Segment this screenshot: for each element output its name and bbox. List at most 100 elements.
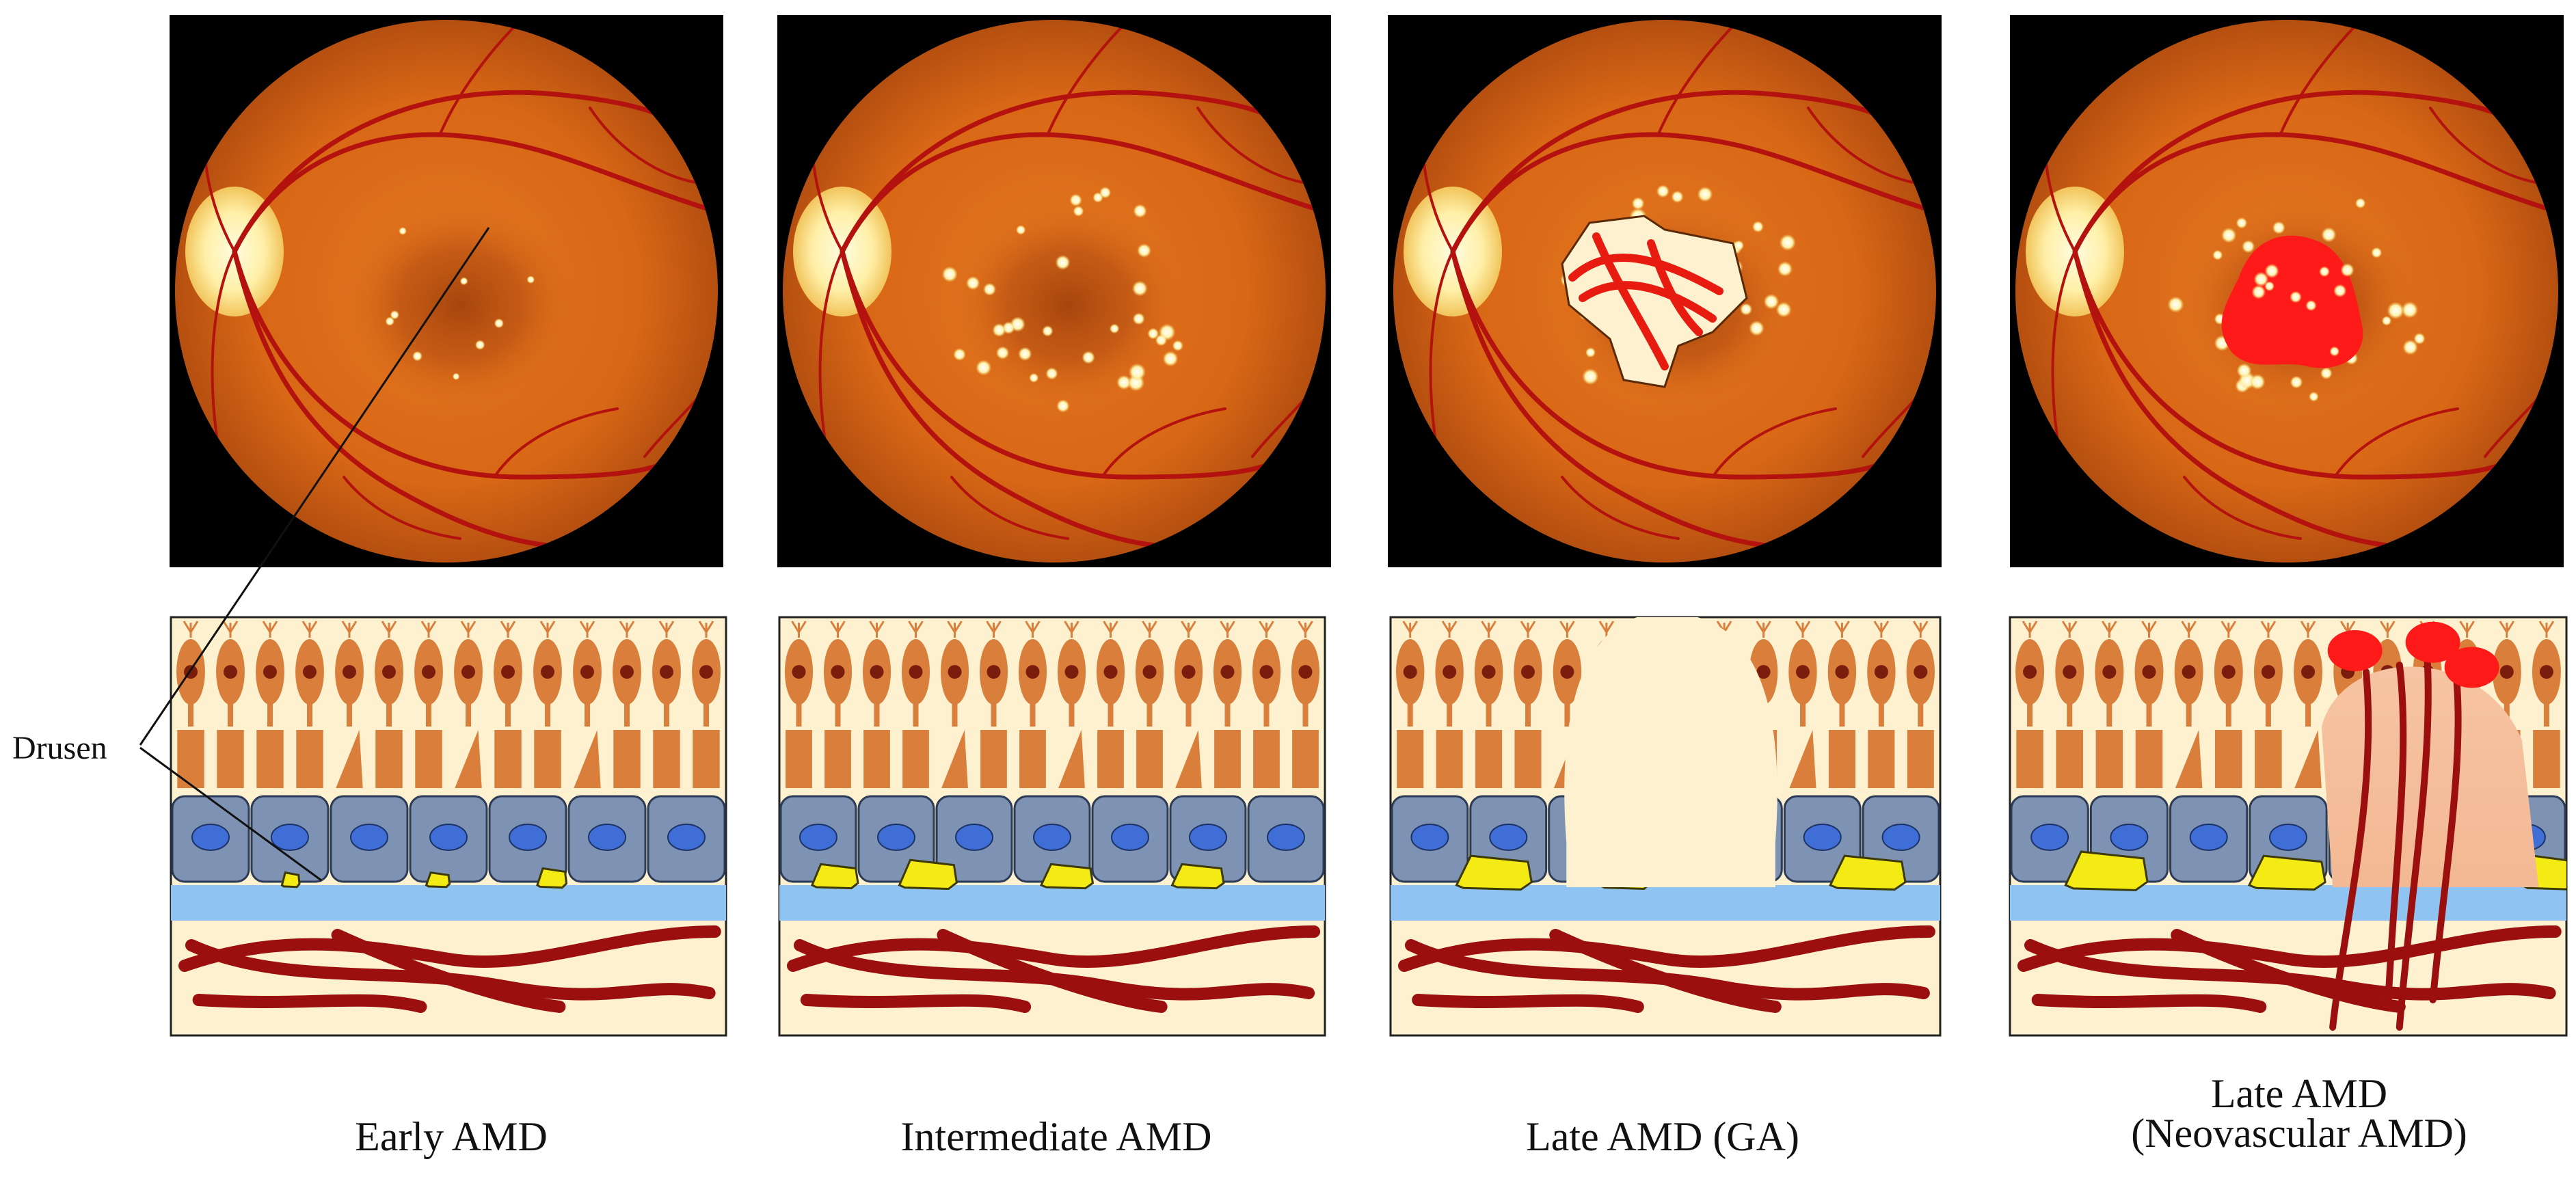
drusen-spot [965, 275, 980, 290]
photoreceptor-axon [2543, 703, 2549, 727]
photoreceptor-nucleus [2063, 665, 2077, 679]
rpe-nucleus [350, 824, 388, 851]
rpe-nucleus [955, 824, 993, 851]
choroid-vessel [1549, 929, 1782, 1013]
photoreceptor-dendrite [1756, 621, 1771, 638]
photoreceptor-axon [426, 703, 431, 727]
photoreceptor-axon [2106, 703, 2112, 727]
rod-segment [2095, 730, 2123, 788]
drusen-spot [526, 275, 535, 284]
photoreceptor-nucleus [1142, 665, 1157, 679]
rod-segment [2215, 730, 2242, 788]
rod-segment [980, 730, 1007, 788]
choroid-vessel [800, 994, 1032, 1013]
drusen-spot [2387, 301, 2405, 320]
rod-segment [1397, 730, 1424, 788]
rod-segment [2533, 730, 2560, 788]
photoreceptor-axon [347, 703, 352, 727]
rpe-nucleus [2110, 824, 2149, 851]
drusen-spot [976, 360, 992, 376]
photoreceptor-nucleus [501, 665, 515, 679]
rod-segment [653, 730, 680, 788]
drusen-spot [1133, 204, 1147, 218]
photoreceptor-dendrite [1142, 621, 1157, 638]
drusen-spot [2290, 290, 2302, 303]
drusen-spot [1015, 225, 1026, 235]
photoreceptor-dendrite [830, 621, 846, 638]
photoreceptor-dendrite [1520, 621, 1536, 638]
photoreceptor-nucleus [2221, 665, 2236, 679]
new-vessel [2329, 668, 2372, 1031]
photoreceptor-dendrite [1220, 621, 1235, 638]
photoreceptor-axon [874, 703, 880, 727]
drusen-spot [2329, 346, 2340, 357]
drusen-deposit [280, 871, 301, 889]
photoreceptor-nucleus [660, 665, 673, 679]
photoreceptor-dendrite [1441, 621, 1458, 638]
photoreceptor-dendrite [1559, 621, 1575, 638]
photoreceptor-dendrite [2538, 621, 2555, 638]
drusen-spot [1029, 372, 1039, 383]
choroid-vessel [1398, 925, 1935, 972]
rod-segment [1292, 730, 1319, 788]
choroid-vessel [2017, 925, 2562, 972]
cone-segment [1175, 730, 1202, 788]
hemorrhage-blob [2327, 629, 2383, 671]
choroid-vessel [192, 994, 427, 1013]
retinal-vessel [840, 132, 1324, 254]
drusen-spot [1585, 347, 1596, 358]
photoreceptor-axon [505, 703, 511, 727]
exposed-choroid-vessel [1568, 254, 1723, 295]
choroid-vessel [178, 925, 721, 972]
choroid-vessel [331, 929, 566, 1013]
photoreceptor-nucleus [1443, 665, 1457, 679]
leader-line [139, 746, 322, 882]
photoreceptor-nucleus [303, 665, 317, 679]
drusen-spot [1777, 261, 1793, 277]
photoreceptor-nucleus [1481, 665, 1496, 679]
photoreceptor-nucleus [1181, 665, 1196, 679]
rpe-nucleus [1803, 824, 1842, 851]
drusen-spot [2290, 375, 2303, 389]
drusen-callout-label: Drusen [12, 730, 107, 766]
photoreceptor-nucleus [870, 665, 884, 679]
photoreceptor-dendrite [698, 621, 714, 638]
bruch-membrane [2010, 885, 2566, 921]
drusen-spot [1018, 347, 1032, 362]
rod-segment [1868, 730, 1895, 788]
photoreceptor-axon [1224, 703, 1231, 727]
drusen-spot [1109, 323, 1120, 334]
drusen-spot [1739, 303, 1753, 316]
cone-segment [1058, 730, 1085, 788]
choroid-vessel [937, 929, 1168, 1013]
photoreceptor-nucleus [263, 665, 277, 679]
exposed-choroid-vessel [1592, 232, 1669, 370]
retinal-vessel [2183, 476, 2302, 540]
rod-segment [2255, 730, 2282, 788]
rpe-nucleus [877, 824, 915, 851]
photoreceptor-dendrite [2300, 621, 2316, 638]
retinal-vessel [232, 132, 716, 254]
new-vessel [2396, 655, 2432, 1031]
drusen-spot [1733, 240, 1745, 252]
photoreceptor-nucleus [1298, 665, 1313, 679]
rpe-nucleus [509, 824, 547, 851]
rod-segment [1136, 730, 1163, 788]
rpe-nucleus [1489, 824, 1528, 851]
photoreceptor-axon [952, 703, 958, 727]
rod-segment [902, 730, 929, 788]
retinal-vessel [343, 476, 461, 540]
photoreceptor-nucleus [382, 665, 396, 679]
drusen-spot [2333, 284, 2347, 298]
drusen-spot [1128, 363, 1146, 381]
rpe-nucleus [1410, 824, 1449, 851]
cone-segment [941, 730, 968, 788]
drusen-spot [2401, 301, 2419, 319]
drusen-spot [2305, 299, 2317, 312]
photoreceptor-nucleus [1025, 665, 1040, 679]
photoreceptor-nucleus [1874, 665, 1888, 679]
photoreceptor-nucleus [1914, 665, 1928, 679]
retinal-vessel [2333, 407, 2459, 478]
drusen-deposit [2064, 850, 2149, 891]
